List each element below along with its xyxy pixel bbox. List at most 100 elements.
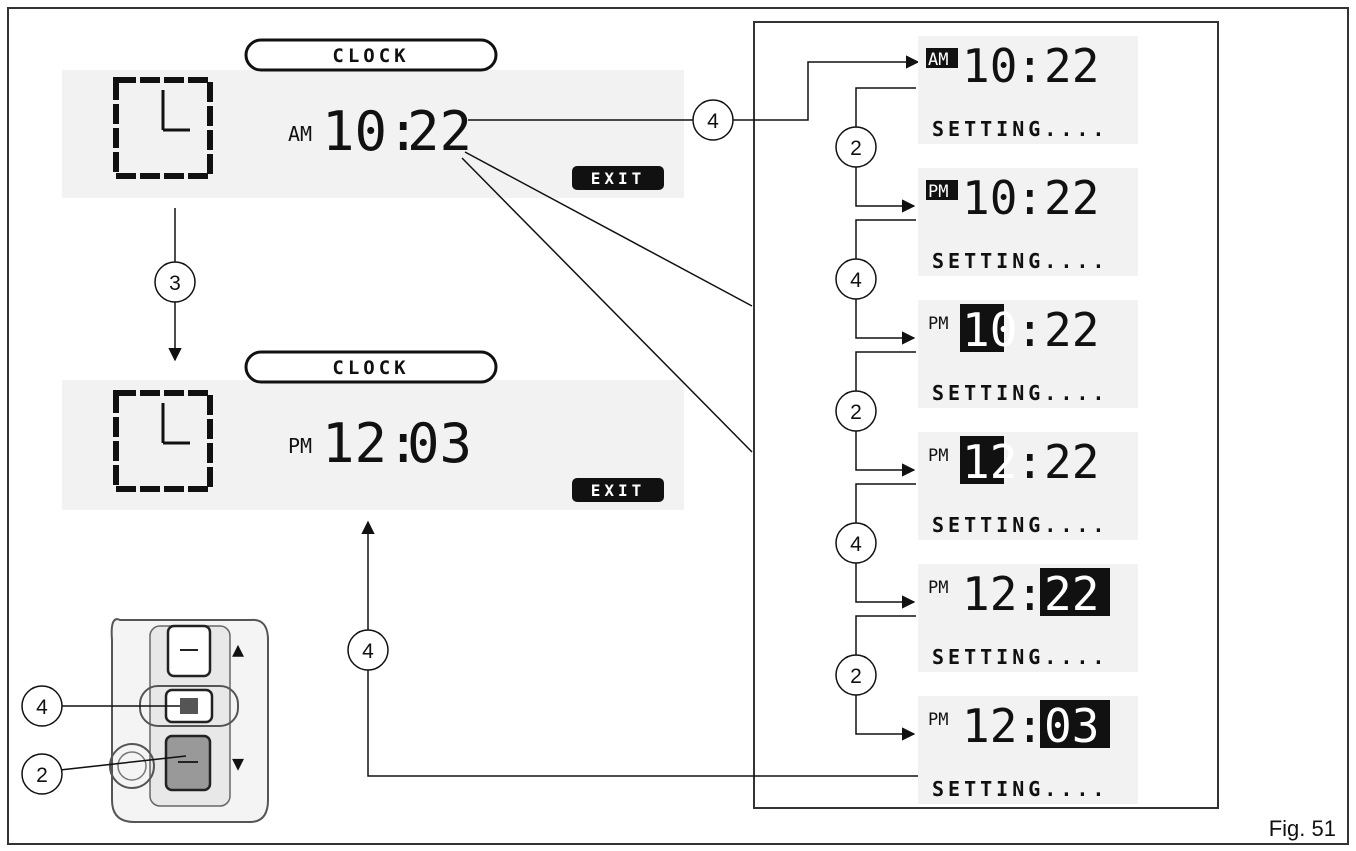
leader-down [59,755,187,771]
callout-number: 4 [850,269,862,292]
up-arrow-icon: ▲ [232,637,244,661]
setting-step: AM 10:22SETTING.... [918,36,1138,144]
callout-circle [835,258,877,300]
time-hours: 12 [322,412,387,475]
time-colon: : [1016,171,1044,225]
lcd-panel [918,300,1138,408]
setting-step: PM 12:22SETTING.... [918,564,1138,672]
callout-number: 4 [850,533,862,556]
hour-highlight [960,304,1004,352]
callout-circle [835,390,877,432]
period-indicator: PM [928,182,948,202]
zoom-line-lower [461,157,753,453]
minute-highlight [1040,568,1110,616]
zoom-line-upper [464,151,753,307]
time-hours: 12 [962,699,1017,753]
callout-circle [21,753,63,795]
time-colon: : [1016,39,1044,93]
setting-status: SETTING.... [932,381,1108,405]
lcd-panel [918,432,1138,540]
step-connector: 4 [835,219,916,345]
exit-label: EXIT [591,169,646,188]
time-hours: 10 [322,100,387,163]
period-indicator: AM [928,50,948,70]
callout-circle [835,126,877,168]
callout-number: 4 [36,696,48,719]
setting-status: SETTING.... [932,777,1108,801]
setting-status: SETTING.... [932,645,1108,669]
period-highlight [926,180,958,200]
mode-banner [244,350,498,384]
clock-display-after: CLOCK PM 12 : 03 EXIT [62,350,684,510]
arrow-to-first-step [468,55,920,121]
figure-frame [7,7,1349,845]
step-connector: 2 [835,615,916,741]
time-minutes: 22 [1044,435,1099,489]
setting-status: SETTING.... [932,249,1108,273]
period-indicator: AM [288,122,312,146]
time-minutes: 22 [1044,303,1099,357]
mode-banner [244,38,498,72]
time-colon: : [387,412,420,475]
time-hours: 10 [962,171,1017,225]
mode-label: CLOCK [332,357,409,379]
time-colon: : [1016,303,1044,357]
callout-number: 2 [850,665,862,688]
period-indicator: PM [288,434,312,458]
period-indicator: PM [928,446,948,466]
handlebar-switch-icon: ▲ ▼ [109,618,269,823]
down-arrow-icon: ▼ [232,751,244,775]
time-colon: : [1016,435,1044,489]
callout-number: 4 [362,640,374,663]
exit-button[interactable] [572,478,664,502]
step-connector: 2 [835,351,916,477]
period-highlight [926,48,958,68]
exit-label: EXIT [591,481,646,500]
time-minutes: 22 [1044,171,1099,225]
time-minutes: 22 [1044,567,1099,621]
setting-sequence-box [753,21,1219,809]
clock-display-before: CLOCK AM 10 : 22 EXIT [62,38,684,198]
callout-circle [347,629,389,671]
setting-status: SETTING.... [932,117,1108,141]
mode-label: CLOCK [332,45,409,67]
setting-status: SETTING.... [932,513,1108,537]
clock-icon [113,390,213,492]
time-colon: : [1016,567,1044,621]
time-minutes: 22 [407,100,472,163]
callout-circle [21,685,63,727]
time-hours: 12 [962,435,1017,489]
step-connector: 2 [835,87,916,213]
time-colon: : [1016,699,1044,753]
setting-step: PM 10:22SETTING.... [918,168,1138,276]
callout-number: 2 [850,137,862,160]
arrow-return-to-clock [361,520,918,777]
time-colon: : [387,100,420,163]
step-connector: 4 [835,483,916,609]
callout-number: 2 [850,401,862,424]
time-hours: 10 [962,303,1017,357]
callout-circle [835,654,877,696]
period-indicator: PM [928,578,948,598]
callout-number: 3 [169,272,181,295]
callout-circle [154,261,196,303]
time-hours: 10 [962,39,1017,93]
period-indicator: PM [928,710,948,730]
time-minutes: 22 [1044,39,1099,93]
time-hours: 12 [962,567,1017,621]
hour-highlight [960,436,1004,484]
callout-circle [692,99,734,141]
callout-number: 4 [707,110,719,133]
minute-highlight [1040,700,1110,748]
figure-label: Fig. 51 [1269,816,1336,841]
callout-number: 2 [36,764,48,787]
exit-button[interactable] [572,166,664,190]
callout-circle [835,522,877,564]
clock-icon [113,77,213,179]
time-minutes: 03 [407,412,472,475]
setting-step: PM 12:22SETTING.... [918,432,1138,540]
